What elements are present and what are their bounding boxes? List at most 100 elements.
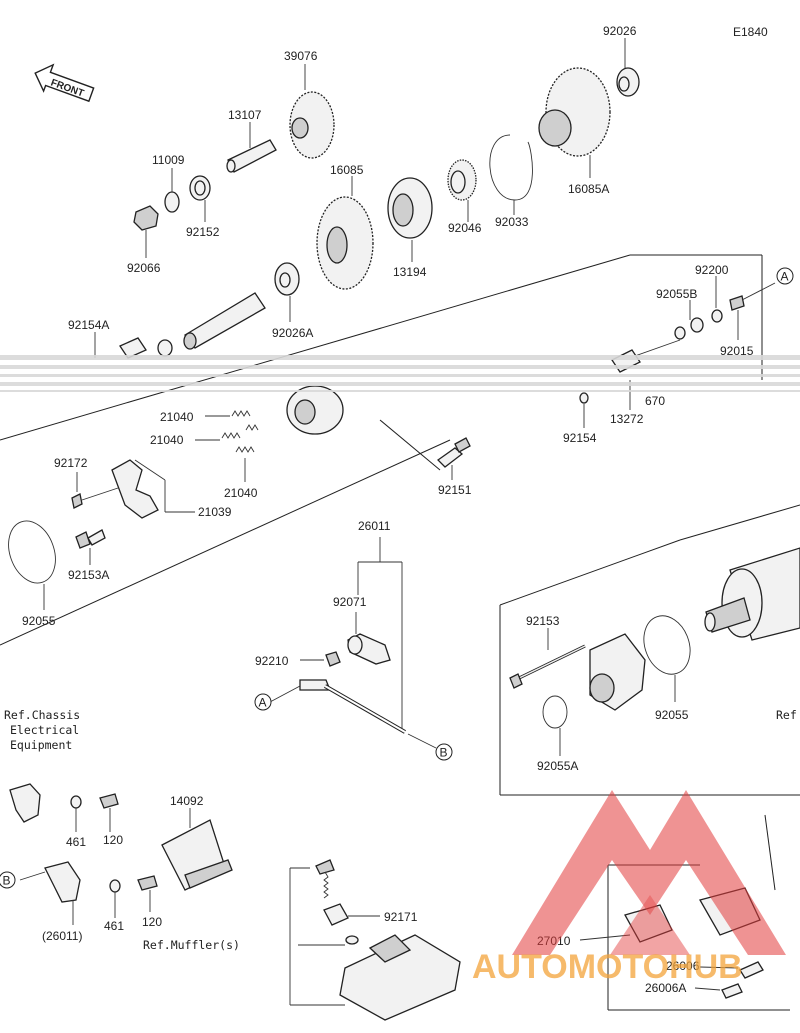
oring-92055A xyxy=(542,695,568,756)
callout-B1: B xyxy=(435,743,453,761)
ref-chassis-line2: Electrical xyxy=(10,723,79,737)
clutch-13194 xyxy=(387,177,433,262)
bracket-muffler xyxy=(289,867,345,1006)
label-16085: 16085 xyxy=(330,163,364,177)
nut-92210 xyxy=(300,651,341,667)
label-92154A: 92154A xyxy=(68,318,109,332)
label-26006: 26006 xyxy=(666,959,700,973)
bolt-92151 xyxy=(436,437,471,480)
label-92200: 92200 xyxy=(695,263,729,277)
shaft-lower xyxy=(183,292,266,350)
label-92055B: 92055B xyxy=(656,287,697,301)
label-92154: 92154 xyxy=(563,431,597,445)
label-92066: 92066 xyxy=(127,261,161,275)
svg-text:A: A xyxy=(259,696,267,710)
watermark-logo xyxy=(512,790,786,955)
snapring-92033 xyxy=(489,134,533,215)
svg-text:B: B xyxy=(3,874,11,888)
bolt-92153 xyxy=(509,628,586,689)
label-39076: 39076 xyxy=(284,49,318,63)
spring-21040-b xyxy=(195,424,259,441)
oring-92055-left xyxy=(8,520,56,610)
collar-92152 xyxy=(189,175,211,222)
label-92151: 92151 xyxy=(438,483,472,497)
brush-holder-21039 xyxy=(111,459,195,519)
spring-92171 xyxy=(315,859,380,926)
label-26011-paren: (26011) xyxy=(42,929,82,943)
front-arrow-icon: FRONT xyxy=(34,63,95,103)
label-92153A: 92153A xyxy=(68,568,109,582)
bracket-lower-left xyxy=(9,783,119,832)
label-11009: 11009 xyxy=(152,153,185,167)
label-92071: 92071 xyxy=(333,595,367,609)
label-120-a: 120 xyxy=(103,833,123,847)
fuse-26006 xyxy=(694,961,764,999)
ref-right: Ref xyxy=(776,708,797,722)
gear-39076 xyxy=(289,64,335,159)
label-26006A: 26006A xyxy=(645,981,686,995)
seal-group-right xyxy=(634,276,776,357)
gear-16085A xyxy=(538,67,611,178)
label-92153: 92153 xyxy=(526,614,560,628)
valve-actuator xyxy=(298,934,461,1021)
plug-92066 xyxy=(133,205,159,258)
label-21040-a: 21040 xyxy=(160,410,194,424)
label-92015: 92015 xyxy=(720,344,754,358)
bracket-26011 xyxy=(357,537,403,730)
label-92026A: 92026A xyxy=(272,326,313,340)
label-26011: 26011 xyxy=(358,519,391,533)
callout-A2: A xyxy=(254,693,272,711)
label-14092: 14092 xyxy=(170,794,204,808)
label-461-b: 461 xyxy=(104,919,124,933)
label-13272: 13272 xyxy=(610,412,644,426)
label-21039: 21039 xyxy=(198,505,232,519)
ref-muffler: Ref.Muffler(s) xyxy=(143,938,240,952)
motor-body-mid xyxy=(286,385,344,435)
gear-16085 xyxy=(316,176,374,290)
label-92055-left: 92055 xyxy=(22,614,56,628)
oring-92055-right xyxy=(643,615,691,702)
watermark-text: AUTOMOTOHUB xyxy=(472,948,743,986)
label-120-b: 120 xyxy=(142,915,162,929)
bearing-92046 xyxy=(447,159,477,222)
callout-B2: B xyxy=(0,871,16,889)
diagram-code: E1840 xyxy=(733,25,768,39)
label-16085A: 16085A xyxy=(568,182,609,196)
label-92210: 92210 xyxy=(255,654,289,668)
bracket-lower-left-2 xyxy=(19,861,158,925)
label-461-a: 461 xyxy=(66,835,86,849)
cover-14092 xyxy=(161,808,233,891)
spring-21040-c xyxy=(235,446,255,482)
washer-11009 xyxy=(164,168,180,213)
washer-92026A xyxy=(274,262,300,322)
svg-text:A: A xyxy=(781,270,789,284)
spring-21040-a xyxy=(205,410,251,417)
label-92172: 92172 xyxy=(54,456,88,470)
label-670: 670 xyxy=(645,394,665,408)
starter-motor xyxy=(704,547,800,641)
label-92033: 92033 xyxy=(495,215,529,229)
screw-92153A xyxy=(75,529,106,565)
label-92171: 92171 xyxy=(384,910,418,924)
shaft-13107 xyxy=(226,122,277,173)
ref-chassis-line3: Equipment xyxy=(10,738,72,752)
label-13194: 13194 xyxy=(393,265,427,279)
label-92152: 92152 xyxy=(186,225,220,239)
end-cover xyxy=(589,633,646,711)
label-92026: 92026 xyxy=(603,24,637,38)
ref-chassis-line1: Ref.Chassis xyxy=(4,708,80,722)
label-92055A: 92055A xyxy=(537,759,578,773)
label-92055-right: 92055 xyxy=(655,708,689,722)
cable-rod-26011 xyxy=(269,679,437,749)
label-13107: 13107 xyxy=(228,108,262,122)
svg-text:B: B xyxy=(440,746,448,760)
callout-A1: A xyxy=(776,267,794,285)
bolt-92154A xyxy=(94,332,173,359)
washer-92026 xyxy=(616,38,640,97)
scan-artifact-band xyxy=(0,355,800,392)
terminal-92071 xyxy=(347,612,391,665)
screw-92172 xyxy=(71,472,119,509)
label-21040-c: 21040 xyxy=(224,486,258,500)
label-92046: 92046 xyxy=(448,221,482,235)
